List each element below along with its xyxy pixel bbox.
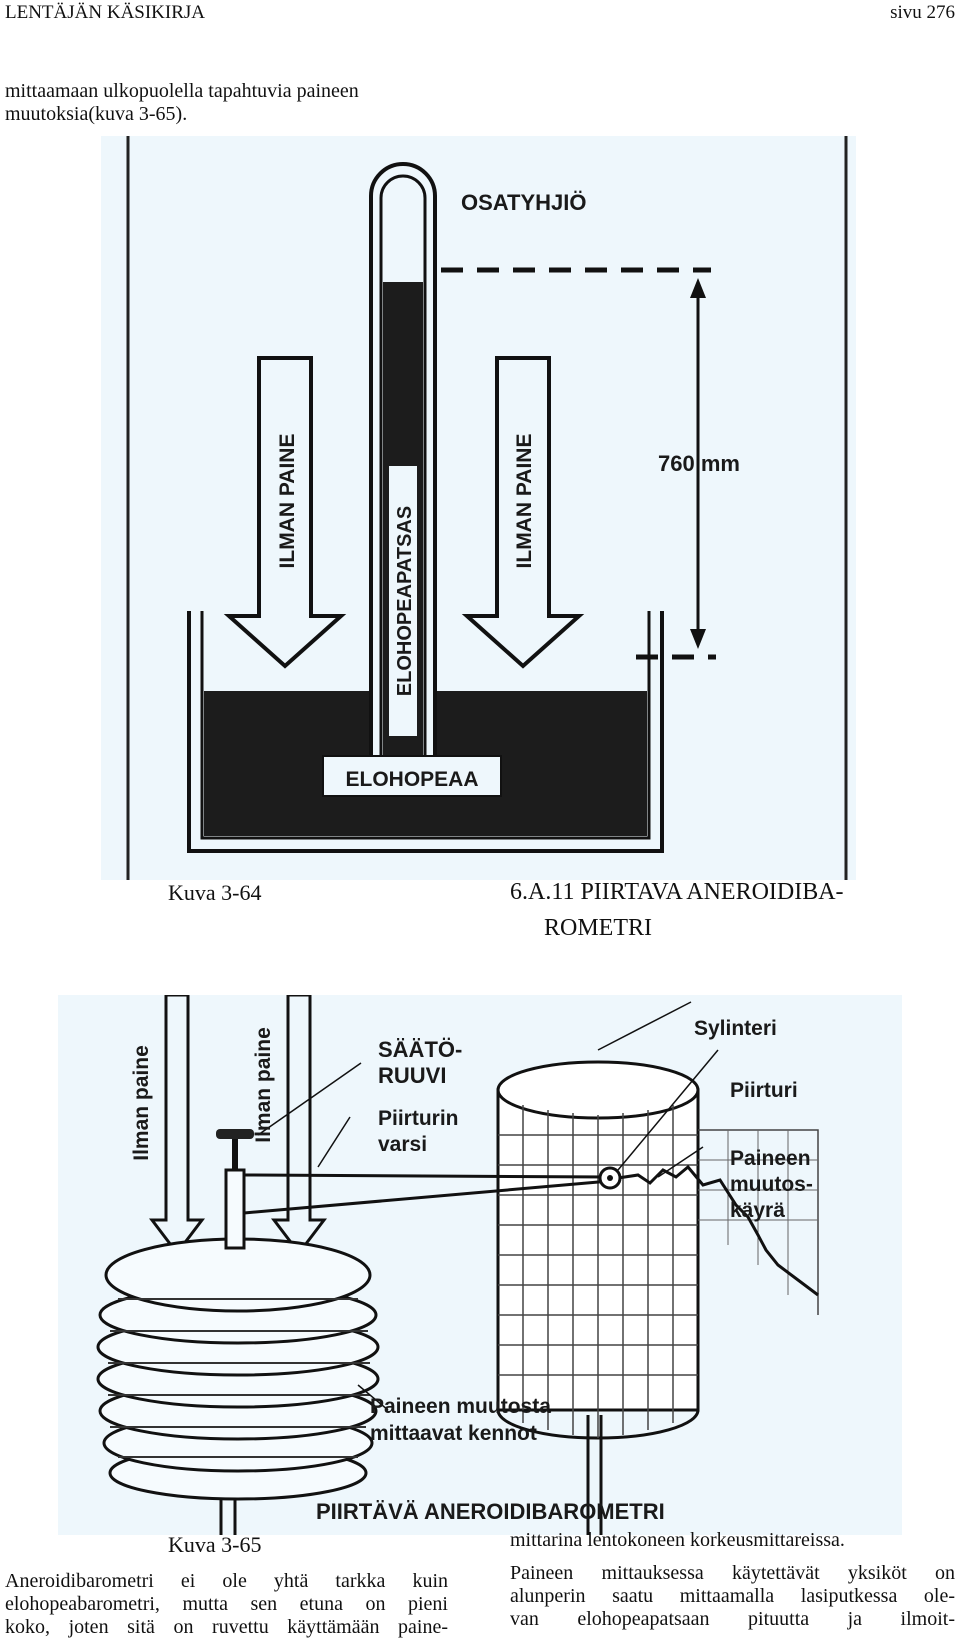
height-label: 760 mm [658,451,740,476]
body-line: elohopeabarometri, mutta sen etuna on pi… [5,1593,448,1615]
body-line: koko, joten sitä on ruvettu käyttämään p… [5,1616,448,1638]
mercury-label: ELOHOPEAA [345,768,478,791]
body-text-right-first: mittarina lentokoneen korkeusmittareissa… [510,1529,845,1551]
section-heading-line: ROMETRI [544,915,652,941]
body-line: Aneroidibarometri ei ole yhtä tarkka kui… [5,1570,448,1592]
intro-text: mittaamaan ulkopuolella tapahtuvia paine… [5,80,359,126]
pressure-cells-label: Paineen muutosta [370,1395,551,1418]
aneroid-barograph-figure: Ilman paine Ilman paine SÄÄTÖ- RUUVI Pii… [58,993,902,1535]
mercury-column-label: ELOHOPEAPATSAS [394,506,416,696]
pressure-curve-label: käyrä [730,1199,785,1222]
pressure-curve-label: muutos- [730,1173,813,1196]
pressure-cells-label: mittaavat kennot [370,1422,537,1445]
body-text-left: Aneroidibarometri ei ole yhtä tarkka kui… [5,1570,448,1639]
body-line: alunperin saatu mittaamalla lasiputkessa… [510,1585,955,1607]
page-number: sivu 276 [890,2,955,23]
adjusting-screw-label: SÄÄTÖ- [378,1037,462,1062]
air-pressure-left-label: ILMAN PAINE [276,434,299,569]
section-heading: 6.A.11 PIIRTAVA ANEROIDIBA- ROMETRI [510,874,844,946]
figure-title: PIIRTÄVÄ ANEROIDIBAROMETRI [316,1499,665,1524]
air-pressure-label-1: Ilman paine [130,1045,153,1161]
body-text-right: Paineen mittauksessa käytettävät yksiköt… [510,1562,955,1631]
mercury-barometer-illustration: OSATYHJIÖ 760 mm ELOHOPEAA ILMAN PAINE I… [126,136,848,880]
recorder-label: Piirturi [730,1079,798,1102]
air-pressure-label-2: Ilman paine [252,1027,275,1143]
body-line: Paineen mittauksessa käytettävät yksiköt… [510,1562,955,1584]
vacuum-label: OSATYHJIÖ [461,190,587,215]
intro-line: mittaamaan ulkopuolella tapahtuvia paine… [5,80,359,102]
recorder-arm-label: varsi [378,1133,427,1156]
book-title: LENTÄJÄN KÄSIKIRJA [5,2,206,23]
intro-line: muutoksia(kuva 3-65). [5,103,188,125]
mercury-barometer-figure: OSATYHJIÖ 760 mm ELOHOPEAA ILMAN PAINE I… [101,136,856,880]
pressure-curve-label: Paineen [730,1147,811,1170]
adjusting-screw-label: RUUVI [378,1063,446,1088]
figure-caption-3-64: Kuva 3-64 [168,880,262,905]
figure-caption-3-65: Kuva 3-65 [168,1532,262,1557]
cylinder-label: Sylinteri [694,1017,777,1040]
recorder-arm-label: Piirturin [378,1107,459,1130]
aneroid-barograph-illustration: Ilman paine Ilman paine SÄÄTÖ- RUUVI Pii… [96,993,819,1535]
air-pressure-right-label: ILMAN PAINE [513,434,536,569]
section-heading-line: 6.A.11 PIIRTAVA ANEROIDIBA- [510,879,844,905]
body-line: van elohopeapatsaan pituutta ja ilmoit- [510,1608,955,1630]
